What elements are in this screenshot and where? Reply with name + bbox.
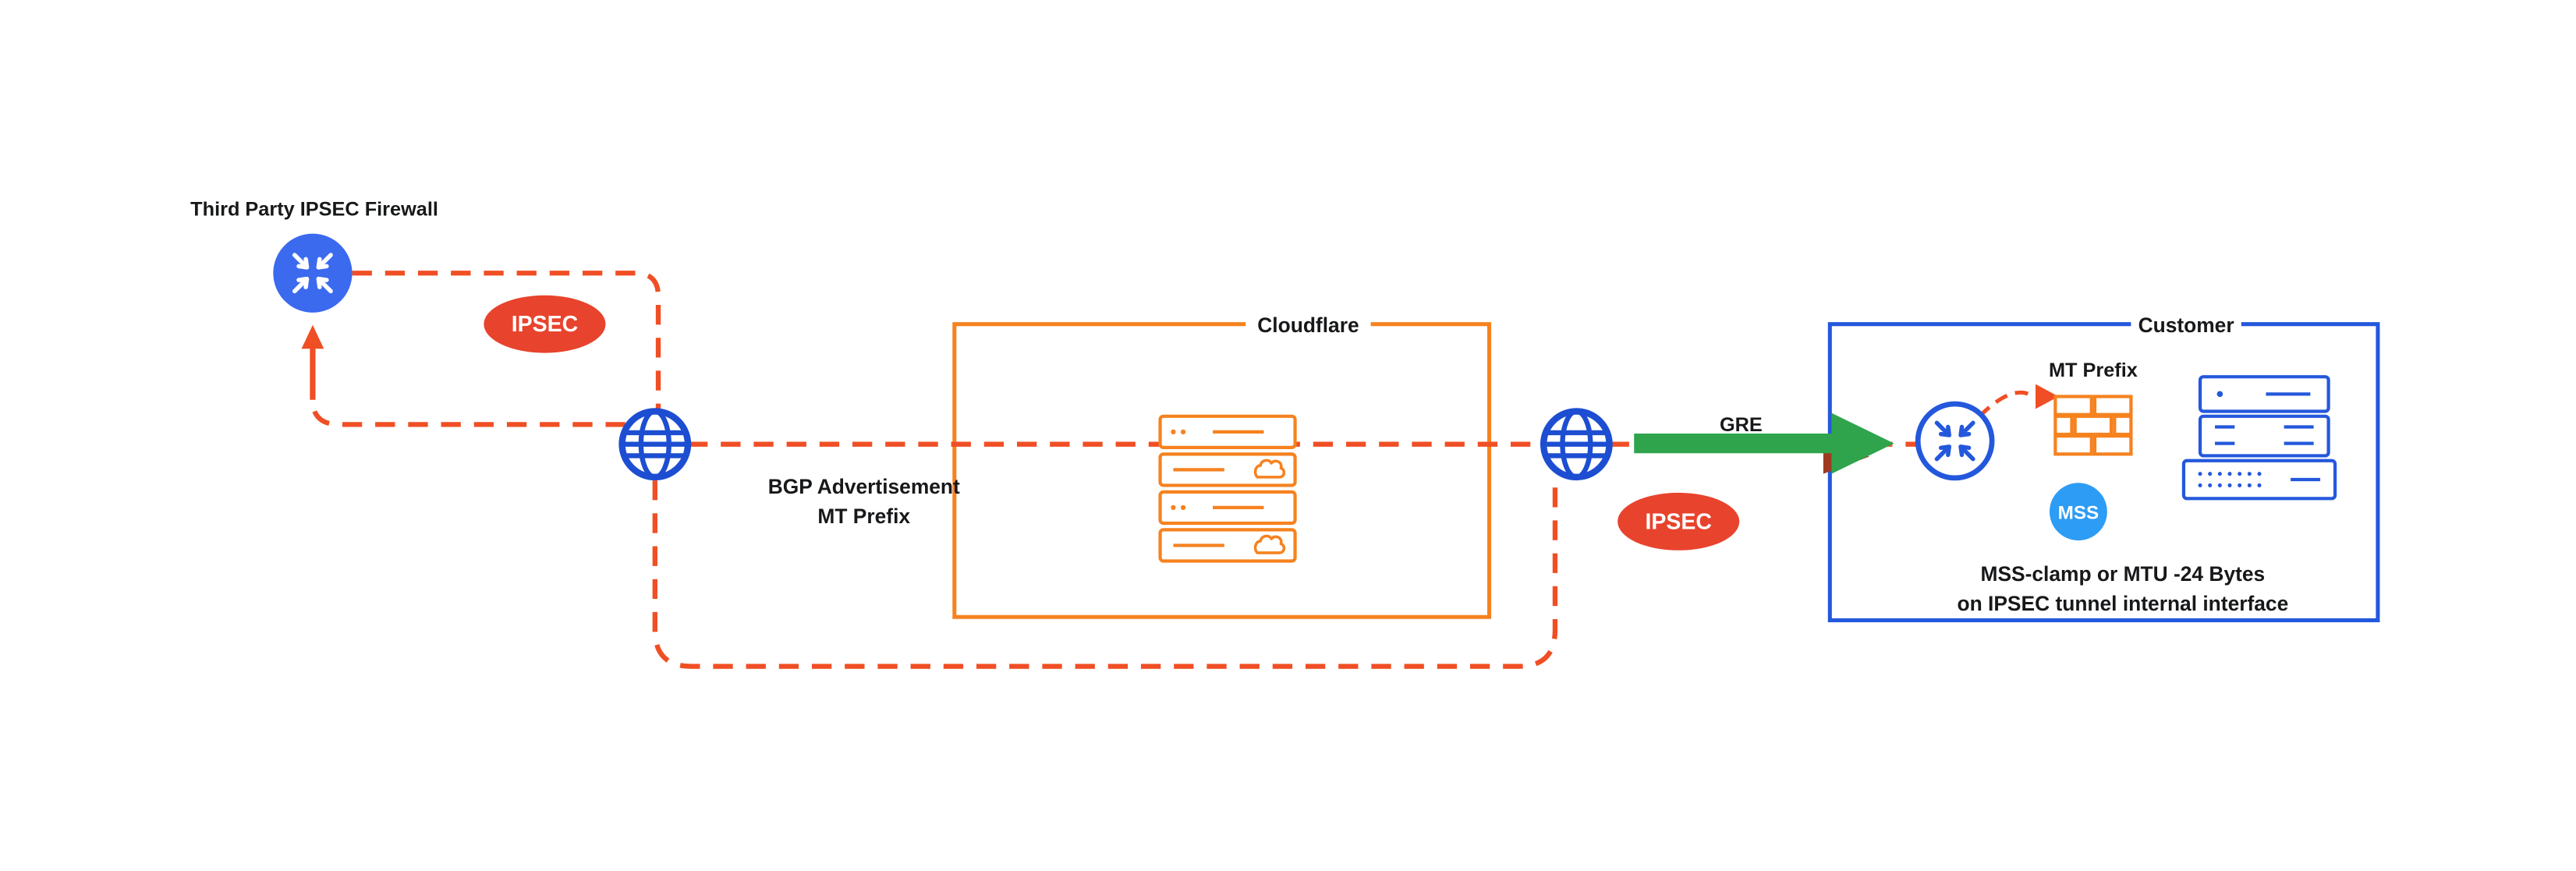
cloudflare-box-label: Cloudflare (1257, 313, 1359, 337)
cloudflare-server-stack-icon (1158, 414, 1297, 563)
ipsec-badge-right: IPSEC (1618, 492, 1740, 551)
mt-prefix-label: MT Prefix (2049, 359, 2138, 381)
gre-label: GRE (1720, 414, 1763, 436)
router-to-firewall-path (1978, 390, 2032, 418)
third-party-router-icon (273, 233, 353, 313)
customer-box-label: Customer (2138, 313, 2234, 337)
bgp-advertisement-line1: BGP Advertisement (768, 475, 960, 498)
ipsec-tunnel-loop-path (652, 480, 1558, 669)
ipsec-badge-left-label: IPSEC (512, 312, 578, 337)
internet-globe-icon-right (1543, 411, 1609, 476)
ipsec-tunnel-path-left (310, 399, 625, 427)
gre-arrow-right-icon (1634, 412, 1894, 474)
mt-prefix-arrow-icon (2036, 384, 2059, 409)
third-party-firewall-label: Third Party IPSEC Firewall (190, 198, 438, 220)
mss-badge: MSS (2049, 483, 2107, 541)
mss-note-line1: MSS-clamp or MTU -24 Bytes (1981, 562, 2266, 586)
cloudflare-box (952, 322, 1492, 619)
ipsec-badge-left: IPSEC (484, 295, 606, 353)
mss-badge-label: MSS (2058, 503, 2099, 524)
firewall-bricks-icon (2053, 395, 2133, 456)
customer-box (1827, 322, 2380, 622)
internet-globe-icon-left (622, 411, 688, 476)
arrow-up-icon (301, 324, 324, 400)
customer-server-stack-icon (2181, 375, 2337, 501)
ipsec-tunnel-path-top (352, 271, 661, 412)
ipsec-badge-right-label: IPSEC (1645, 509, 1711, 534)
mss-note-line2: on IPSEC tunnel internal interface (1957, 592, 2288, 615)
bgp-advertisement-label: BGP Advertisement MT Prefix (768, 475, 960, 528)
mss-note: MSS-clamp or MTU -24 Bytes on IPSEC tunn… (1957, 562, 2288, 615)
customer-router-icon (1915, 401, 1995, 481)
bgp-advertisement-line2: MT Prefix (817, 505, 910, 528)
